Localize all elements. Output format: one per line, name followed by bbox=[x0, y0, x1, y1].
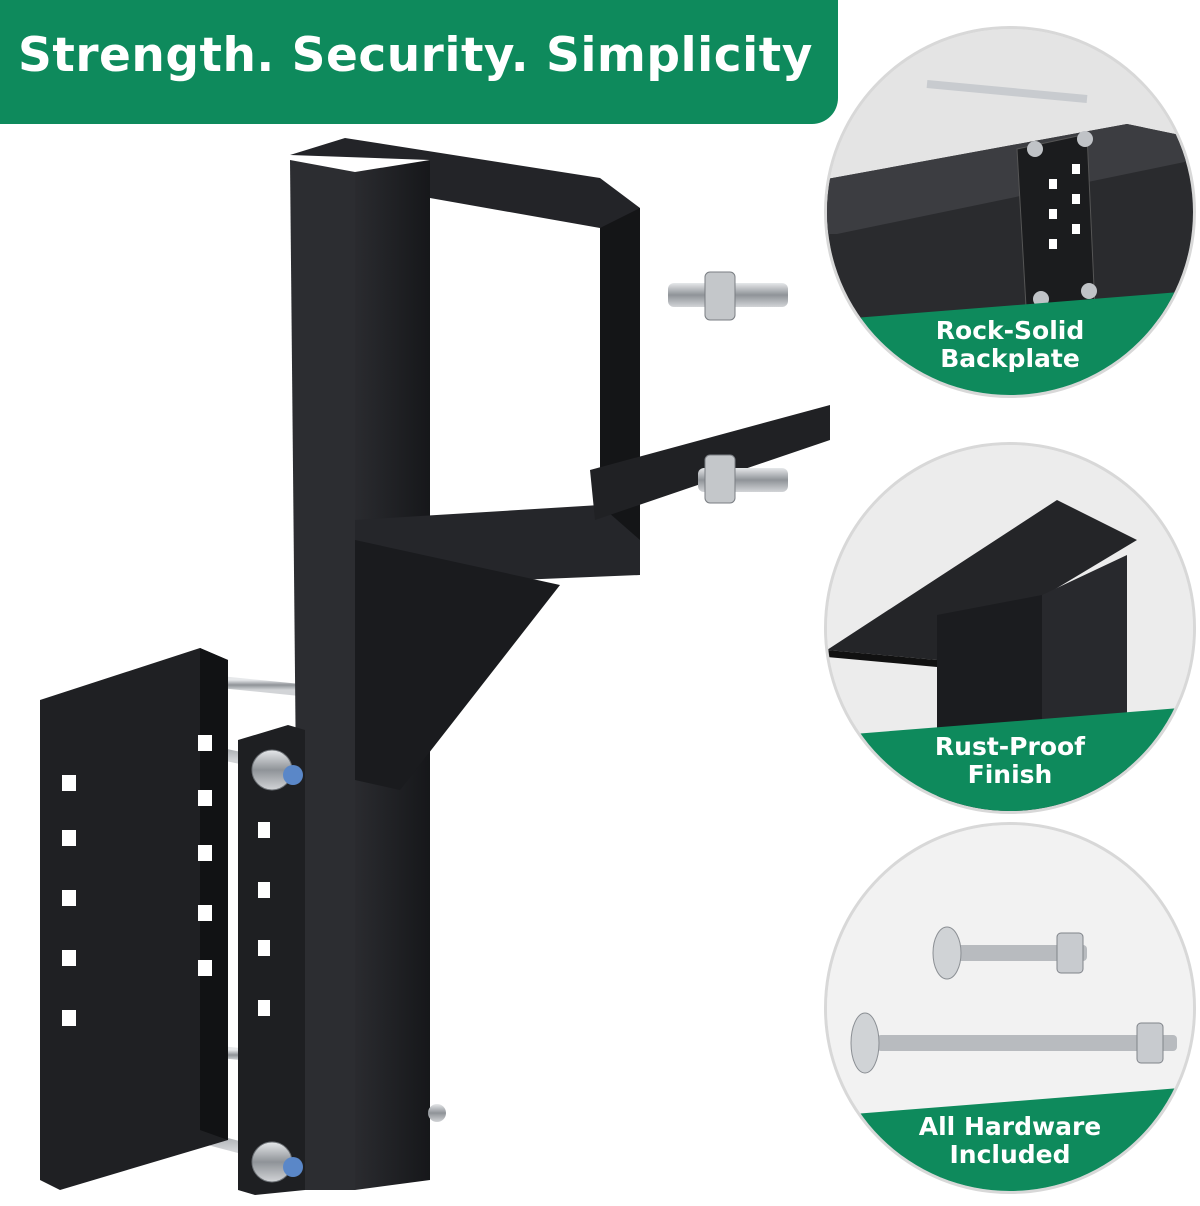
callout-hardware: All Hardware Included bbox=[824, 822, 1196, 1194]
header-banner: Strength. Security. Simplicity bbox=[0, 0, 838, 124]
banner-title: Strength. Security. Simplicity bbox=[18, 28, 813, 83]
rear-mounting-plate bbox=[40, 648, 228, 1190]
plate-slots bbox=[62, 735, 212, 1026]
front-clamp-strip bbox=[238, 725, 305, 1195]
callout-finish: Rust-Proof Finish bbox=[824, 442, 1196, 814]
callout-label: Rock-Solid Backplate bbox=[827, 291, 1193, 395]
upper-bolts bbox=[668, 271, 788, 504]
lock-nuts bbox=[251, 749, 446, 1183]
callout-backplate: Rock-Solid Backplate bbox=[824, 26, 1196, 398]
vertical-tube bbox=[290, 160, 430, 1190]
